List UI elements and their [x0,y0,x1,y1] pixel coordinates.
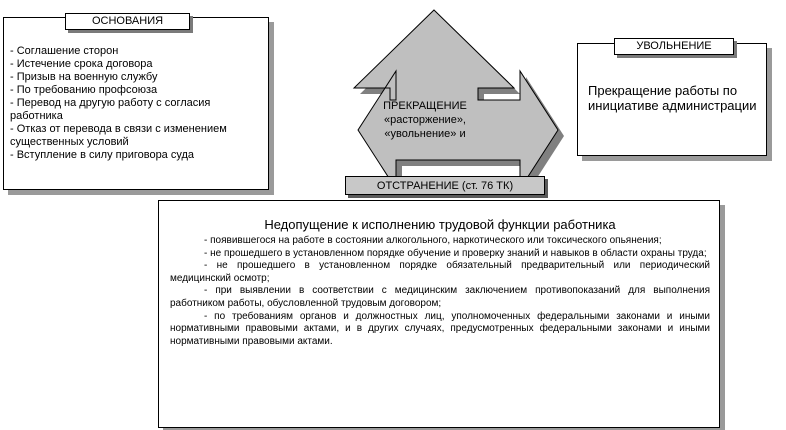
osnovaniya-item: - Истечение срока договора [10,58,153,70]
three-way-arrow-icon [352,9,564,195]
uvolnenie-text: Прекращение работы по инициативе админис… [588,83,757,113]
otstranenie-heading: Недопущение к исполнению трудовой функци… [264,217,616,232]
arrow-label-line2: «расторжение», [384,114,466,126]
osnovaniya-box [3,17,269,190]
otstranenie-box [158,200,720,428]
otstranenie-item: - при выявлении в соответствии с медицин… [170,285,710,309]
otstranenie-list: - появившегося на работе в состоянии алк… [170,235,710,348]
uvolnenie-title: УВОЛЬНЕНИЕ [614,38,734,55]
osnovaniya-item: - Отказ от перевода в связи с изменением… [10,123,227,148]
arrow-label: ПРЕКРАЩЕНИЕ «расторжение», «увольнение» … [365,99,485,141]
arrow-shape [352,9,559,191]
osnovaniya-title: ОСНОВАНИЯ [65,13,190,30]
osnovaniya-list: - Соглашение сторон - Истечение срока до… [10,45,262,162]
arrow-label-line3: «увольнение» и [384,128,466,140]
osnovaniya-item: - Перевод на другую работу с согласия ра… [10,97,211,122]
otstranenie-item: - появившегося на работе в состоянии алк… [204,235,662,246]
osnovaniya-item: - Соглашение сторон [10,45,119,57]
osnovaniya-item: - Призыв на военную службу [10,71,158,83]
arrow-label-line1: ПРЕКРАЩЕНИЕ [383,100,467,112]
otstranenie-title: ОТСТРАНЕНИЕ (ст. 76 ТК) [345,176,545,195]
otstranenie-item: - не прошедшего в установленном порядке … [170,260,710,284]
uvolnenie-box [577,43,767,156]
osnovaniya-item: - По требованию профсоюза [10,84,158,96]
otstranenie-item: - по требованиям органов и должностных л… [170,310,710,347]
otstranenie-item: - не прошедшего в установленном порядке … [204,247,707,259]
osnovaniya-item: - Вступление в силу приговора суда [10,149,195,161]
